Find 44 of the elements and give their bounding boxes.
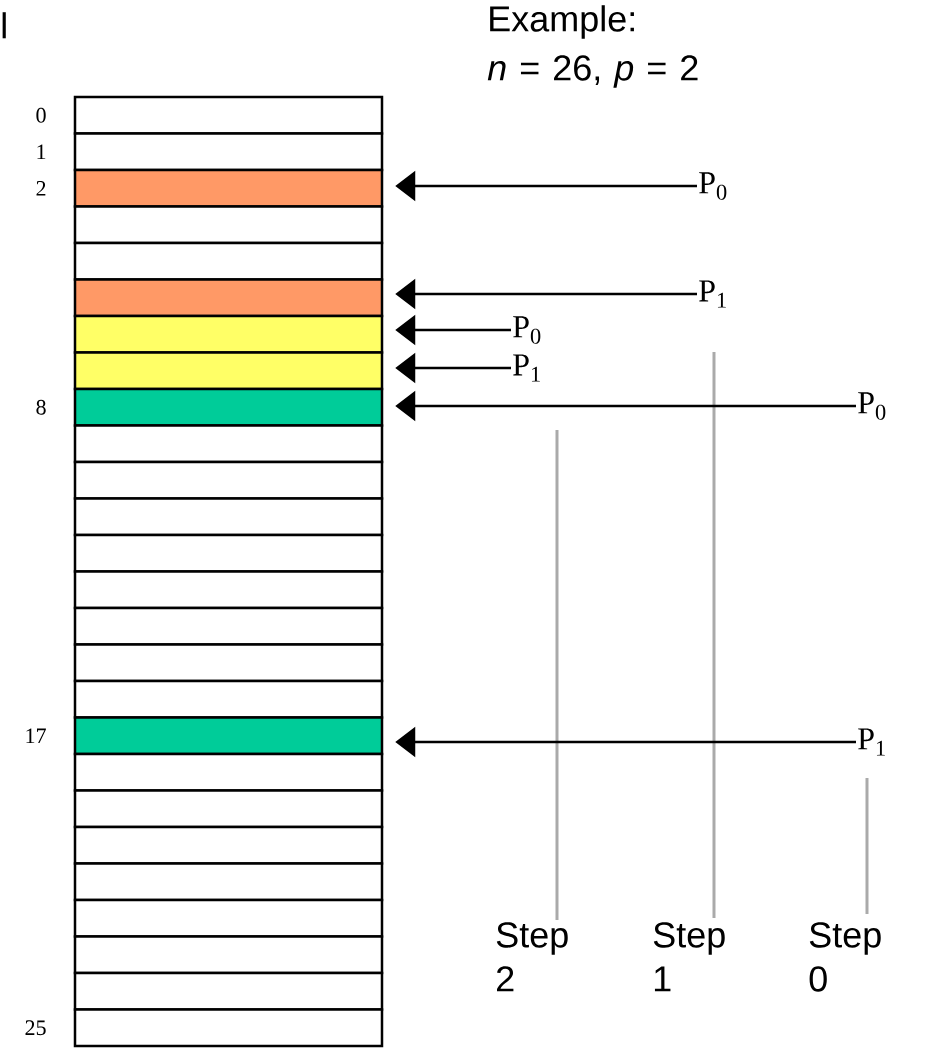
array-cell bbox=[73, 460, 384, 500]
process-label: P$_{1}$ bbox=[858, 728, 885, 756]
process-label: P$_{1}$ bbox=[699, 280, 726, 308]
array-cell bbox=[73, 132, 384, 172]
array-cell bbox=[73, 533, 384, 573]
process-label: P$_{0}$ bbox=[699, 172, 727, 200]
index-number: 0 bbox=[36, 107, 46, 123]
array-cell bbox=[73, 971, 384, 1011]
array-cell bbox=[73, 643, 384, 683]
array-cell bbox=[73, 497, 384, 537]
array-cell bbox=[73, 570, 384, 610]
process-label: P$_{0}$ bbox=[858, 392, 886, 420]
process-label: P$_{0}$ bbox=[513, 316, 541, 344]
array-cell bbox=[73, 935, 384, 975]
index-number: 25 bbox=[25, 1020, 46, 1036]
array-cell bbox=[73, 825, 384, 865]
array-cell bbox=[73, 278, 384, 318]
array-cell bbox=[73, 95, 384, 135]
example-parameters: n = 26, p = 2 bbox=[487, 55, 698, 88]
array-cell bbox=[73, 606, 384, 646]
array-cell bbox=[73, 898, 384, 938]
array-cell bbox=[73, 679, 384, 719]
index-number: 1 bbox=[37, 144, 46, 159]
array-cell bbox=[73, 862, 384, 902]
array-cell bbox=[73, 205, 384, 245]
index-number: 17 bbox=[26, 728, 46, 743]
step-label: Step 2 bbox=[496, 922, 568, 992]
title: Example: bbox=[490, 5, 634, 39]
partial-letter: l bbox=[2, 12, 6, 39]
array-cell bbox=[73, 789, 384, 829]
array-cell bbox=[73, 424, 384, 464]
index-number: 2 bbox=[36, 180, 46, 196]
array-cell bbox=[73, 351, 384, 391]
index-number: 8 bbox=[36, 399, 46, 415]
step-label: Step 0 bbox=[809, 922, 881, 992]
array-cell bbox=[73, 716, 384, 756]
step-label: Step 1 bbox=[653, 922, 725, 992]
array-cell bbox=[73, 387, 384, 427]
array-cell bbox=[73, 241, 384, 281]
process-label: P$_{1}$ bbox=[513, 354, 540, 382]
array-cell bbox=[73, 314, 384, 354]
array-cell bbox=[73, 1008, 384, 1048]
array-cell bbox=[73, 752, 384, 792]
array-cell bbox=[73, 168, 384, 208]
